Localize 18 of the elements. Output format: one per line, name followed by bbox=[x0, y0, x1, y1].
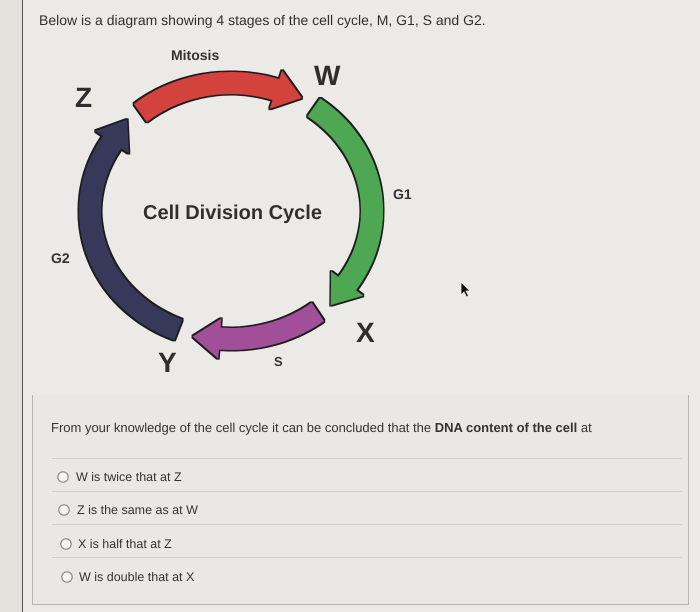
phase-label: G2 bbox=[51, 250, 70, 266]
question-stem: Below is a diagram showing 4 stages of the cell cycle, M, G1, S and G2. bbox=[39, 12, 486, 28]
question-prompt: From your knowledge of the cell cycle it can be concluded that the DNA content of the cell at bbox=[51, 421, 592, 436]
phase-label: G1 bbox=[393, 186, 412, 202]
point-letter: Z bbox=[75, 84, 92, 112]
cycle-arrow bbox=[132, 70, 302, 122]
cycle-arrow bbox=[79, 120, 184, 340]
phase-label: S bbox=[274, 355, 283, 370]
option-label: Z is the same as at W bbox=[77, 503, 198, 518]
option-label: W is twice that at Z bbox=[76, 470, 182, 484]
point-letter: Y bbox=[158, 349, 177, 377]
point-letter: W bbox=[314, 62, 340, 90]
option-label: X is half that at Z bbox=[78, 537, 172, 552]
point-letter: X bbox=[356, 319, 375, 347]
cycle-arrow bbox=[307, 98, 383, 306]
option-label: W is double that at X bbox=[79, 570, 194, 584]
phase-label: Mitosis bbox=[171, 47, 220, 64]
cycle-title: Cell Division Cycle bbox=[143, 202, 322, 225]
